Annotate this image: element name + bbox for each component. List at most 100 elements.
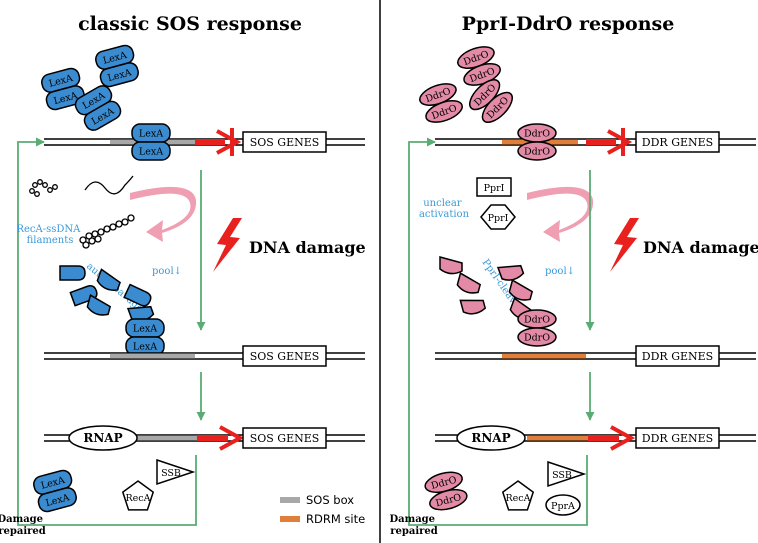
right-ddro-fragment	[439, 256, 463, 275]
promoter-arrow-head	[607, 129, 633, 155]
right-gene-box-bottom-label: DDR GENES	[642, 432, 713, 445]
left-lexa-fragment	[86, 294, 112, 316]
right-ddro-fragment-shape	[456, 272, 482, 294]
right-ddro-bound-label: DdrO	[524, 147, 550, 158]
left-gene-box-top	[242, 131, 327, 153]
right-ppri-inactive	[476, 177, 512, 197]
right-ppri-inactive-label: PprI	[484, 183, 505, 194]
left-lexa-bound-label: LexA	[139, 147, 163, 158]
right-ddro-bound-subunit	[517, 141, 557, 161]
operator-site	[527, 435, 588, 441]
right-ddro-dimer-subunit	[425, 100, 463, 123]
right-pool-label: pool↓	[545, 266, 575, 277]
left-ssb-protein-label: SSB	[161, 468, 181, 479]
right-rnap	[456, 425, 526, 451]
right-ddro-free-label: DdrO	[524, 315, 550, 326]
right-damage-label: DNA damage	[643, 238, 758, 257]
left-pool-label: pool↓	[152, 266, 182, 277]
left-repaired-line: Damage	[0, 514, 43, 525]
promoter-arrow	[195, 139, 225, 145]
sos-box-legend-label: SOS box	[306, 493, 354, 507]
left-recycle-arrow	[130, 186, 197, 242]
ssdna-fragments	[29, 175, 134, 197]
left-lexa-bound: LexA LexA	[131, 123, 171, 161]
left-gene-box-middle-label: SOS GENES	[250, 350, 320, 363]
left-lexa-fragment-shape	[96, 268, 121, 291]
left-lexa-dimer-subunit	[45, 85, 85, 111]
right-gene-box-bottom	[635, 427, 720, 449]
left-reca-protein	[121, 480, 155, 511]
flow-arrows	[17, 137, 595, 526]
right-signal-line: activation	[419, 209, 470, 220]
right-panel-title: PprI-DdrO response	[462, 13, 675, 35]
promoter-arrow-head	[219, 425, 245, 451]
right-reca-protein-label: RecA	[506, 493, 531, 504]
promoter-arrow	[588, 435, 619, 441]
left-lexa-restored-subunit	[37, 487, 77, 513]
left-rnap-label: RNAP	[83, 431, 122, 445]
operator-site	[135, 435, 197, 441]
right-ddro-bound: DdrO DdrO	[517, 123, 557, 161]
right-repaired-line: repaired	[390, 526, 438, 537]
left-gene-box-top-label: SOS GENES	[250, 136, 320, 149]
left-gene-box-bottom	[242, 427, 327, 449]
left-lexa-fragment	[123, 283, 152, 307]
right-ddro-restored-subunit	[429, 488, 468, 511]
right-ppra-protein	[545, 494, 581, 516]
right-ssb-protein	[547, 460, 587, 488]
right-ddro-free-subunit	[517, 327, 557, 347]
right-ppri-active	[480, 204, 516, 230]
right-ddro-free-label: DdrO	[524, 333, 550, 344]
right-signal-line: unclear	[423, 198, 462, 209]
right-signal-label: unclear activation	[419, 198, 470, 220]
right-repaired-label: Damage repaired	[389, 514, 438, 537]
right-ddro-fragment-shape	[439, 256, 463, 275]
promoter-arrow-head	[216, 129, 242, 155]
promoter-arrow	[586, 139, 616, 145]
right-recycle-arrow	[527, 186, 594, 242]
right-ddro-dimer-subunit	[481, 91, 513, 123]
right-reca-protein	[501, 480, 535, 511]
left-repaired-label: Damage repaired	[0, 514, 47, 537]
left-lexa-fragment-shape	[86, 294, 112, 316]
right-ppri-active-label: PprI	[488, 213, 509, 224]
left-lexa-fragment-shape	[123, 283, 152, 307]
right-ddro-fragment	[496, 264, 525, 281]
left-lexa-bound-label: LexA	[139, 129, 163, 140]
right-ddro-fragment-shape	[496, 264, 525, 281]
left-gene-box-bottom-label: SOS GENES	[250, 432, 320, 445]
right-gene-box-top	[635, 131, 720, 153]
left-lexa-dimer-subunit	[99, 62, 139, 88]
right-ddro-bound-label: DdrO	[524, 129, 550, 140]
right-gene-box-middle	[635, 345, 720, 367]
right-ddro-free: DdrO DdrO	[517, 309, 557, 347]
left-lexa-free-label: LexA	[133, 324, 157, 335]
left-signal-label: RecA-ssDNA filaments	[16, 224, 83, 246]
left-rnap	[68, 425, 138, 451]
left-signal-line: filaments	[27, 235, 74, 246]
right-ddro-fragment	[456, 272, 482, 294]
molecules-layer: SOS GENESLexALexALexALexALexALexALexALex…	[33, 44, 756, 516]
left-gene-box-middle	[242, 345, 327, 367]
left-repaired-line: repaired	[0, 526, 46, 537]
left-lexa-fragment	[96, 268, 121, 291]
left-damage-label: DNA damage	[249, 238, 366, 257]
operator-site	[110, 353, 195, 359]
right-gene-box-top-label: DDR GENES	[642, 136, 713, 149]
left-reca-protein-label: RecA	[126, 493, 151, 504]
left-lexa-dimer-subunit	[83, 100, 122, 131]
promoter-arrow	[197, 435, 228, 441]
left-lexa-bound-subunit	[131, 141, 171, 161]
left-lexa-fragment-shape	[59, 265, 86, 281]
right-ddro-fragment	[459, 299, 487, 315]
right-ddro-fragment-shape	[508, 279, 534, 301]
